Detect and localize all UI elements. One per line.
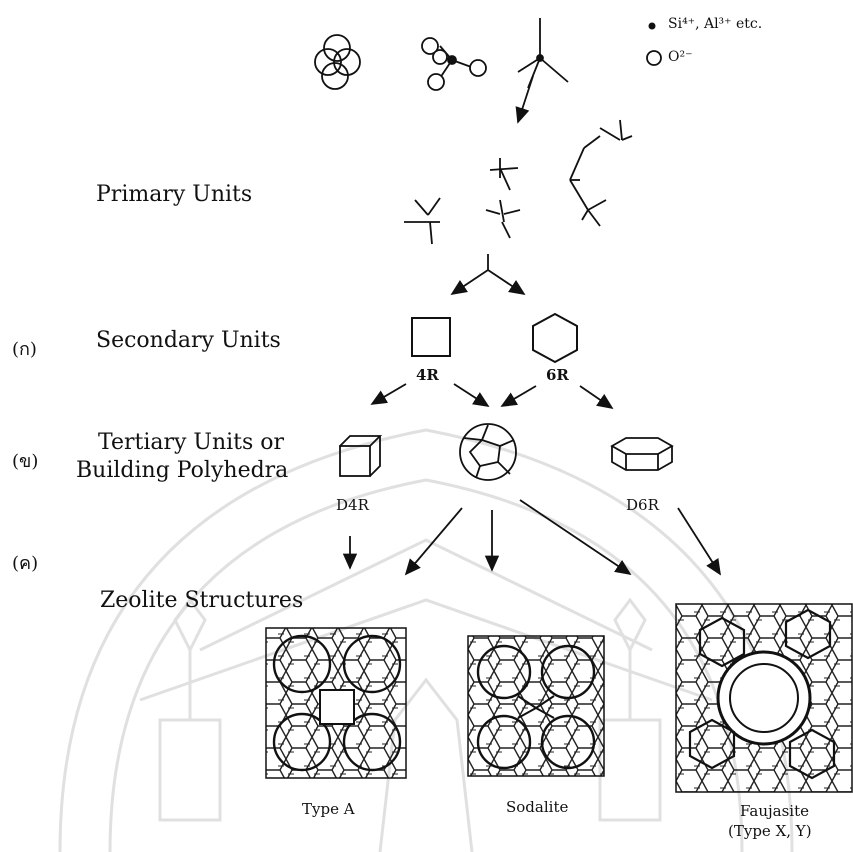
type-a-label: Type A xyxy=(302,800,355,818)
sodalite-cage xyxy=(459,423,517,481)
d6r-label: D6R xyxy=(626,496,659,514)
faujasite-label-line2: (Type X, Y) xyxy=(728,822,812,840)
type-a-framework xyxy=(265,627,407,779)
secondary-marker: (ก) xyxy=(12,339,37,360)
six-ring-hexagon xyxy=(532,312,578,364)
primary-units-label: Primary Units xyxy=(96,182,253,207)
cation-legend-dot xyxy=(648,22,656,30)
tertiary-marker: (ข) xyxy=(12,451,39,472)
faujasite-label-line1: Faujasite xyxy=(740,802,809,820)
arrows-to-zeolites xyxy=(342,499,721,576)
anion-legend-circle xyxy=(646,50,662,66)
sodalite-label: Sodalite xyxy=(506,798,569,816)
tetrahedron-spacefill-icon xyxy=(314,34,361,90)
zeolite-structures-label: Zeolite Structures xyxy=(100,588,304,613)
six-ring-label: 6R xyxy=(546,366,569,384)
d6r-prism xyxy=(610,437,674,471)
arrows-to-tertiary xyxy=(370,383,614,410)
tertiary-units-label-line2: Building Polyhedra xyxy=(76,458,289,483)
tetrahedron-ball-stick-icon xyxy=(421,37,487,91)
sodalite-framework xyxy=(467,635,605,777)
arrow-to-primary-cluster xyxy=(515,75,534,124)
tertiary-units-label-line1: Tertiary Units or xyxy=(98,430,285,455)
primary-cluster xyxy=(404,119,633,245)
secondary-units-label: Secondary Units xyxy=(96,328,281,353)
cation-legend-label: Si⁴⁺, Al³⁺ etc. xyxy=(668,16,763,32)
zeolite-marker: (ค) xyxy=(12,553,39,574)
anion-legend-label: O²⁻ xyxy=(668,49,693,65)
four-ring-square xyxy=(411,317,451,357)
faujasite-framework xyxy=(675,603,853,793)
four-ring-label: 4R xyxy=(416,366,439,384)
tetrahedron-skeleton-icon xyxy=(517,18,569,89)
d4r-label: D4R xyxy=(336,496,369,514)
arrows-to-secondary xyxy=(450,254,526,295)
d4r-cube xyxy=(339,435,383,477)
